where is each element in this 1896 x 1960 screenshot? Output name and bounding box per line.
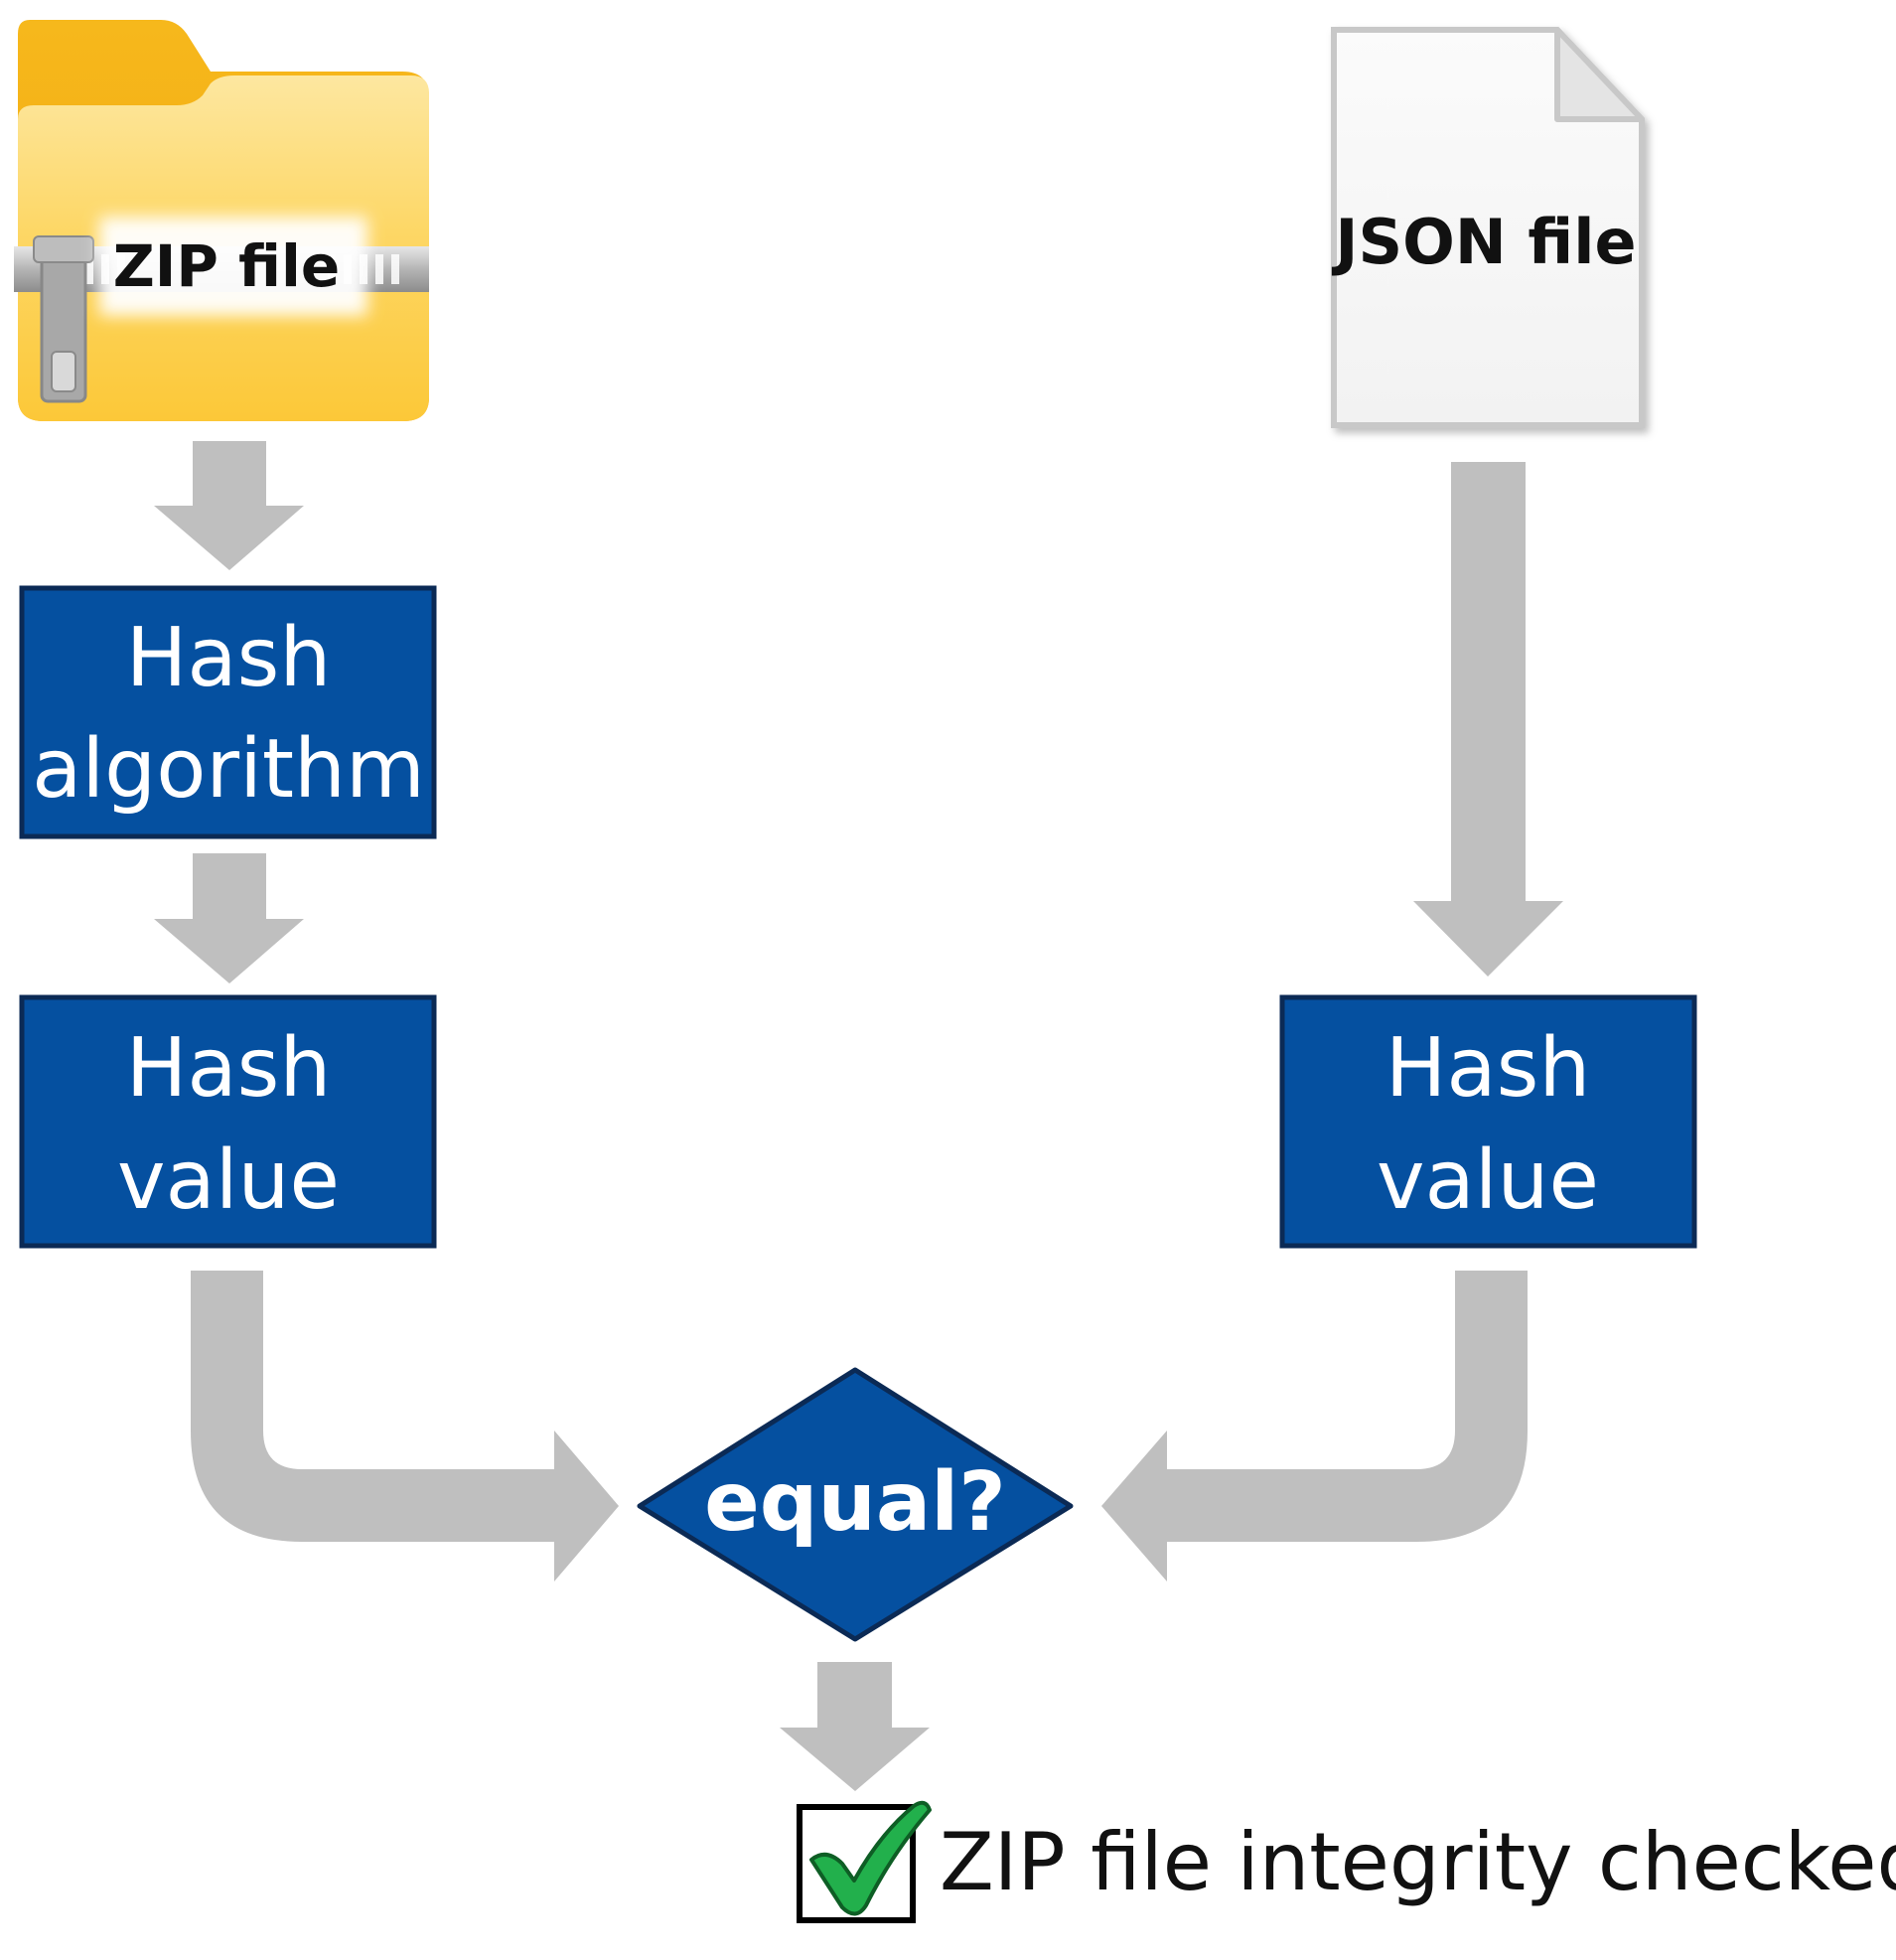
hash-value-right-box: Hash value	[1279, 994, 1697, 1249]
arrow-decision-to-result	[780, 1662, 930, 1791]
hash-algorithm-line1: Hash	[126, 611, 332, 705]
hash-value-left-box: Hash value	[19, 994, 437, 1249]
hash-value-left-line2: value	[117, 1133, 340, 1228]
result-row: ZIP file integrity checked	[797, 1800, 1896, 1923]
hash-value-right-line1: Hash	[1386, 1021, 1591, 1116]
checkmark-icon	[797, 1800, 932, 1923]
hash-algorithm-line2: algorithm	[32, 722, 425, 817]
hash-value-right-line2: value	[1377, 1133, 1599, 1228]
arrows	[154, 441, 1563, 1791]
arrow-right-value-to-decision	[1101, 1271, 1528, 1582]
result-label: ZIP file integrity checked	[940, 1816, 1896, 1908]
hash-algorithm-box: Hash algorithm	[19, 585, 437, 839]
arrow-algorithm-to-value	[154, 853, 304, 983]
hash-value-left-line1: Hash	[126, 1021, 332, 1116]
json-file-label: JSON file	[1331, 206, 1636, 278]
document-icon: JSON file	[1331, 27, 1645, 428]
arrow-left-value-to-decision	[191, 1271, 619, 1582]
decision-diamond: equal?	[637, 1367, 1074, 1642]
arrow-json-to-value	[1413, 462, 1563, 977]
zip-file-label: ZIP file	[113, 232, 341, 300]
zip-folder-icon: ZIP file	[14, 20, 429, 421]
arrow-zip-to-algorithm	[154, 441, 304, 570]
decision-label: equal?	[704, 1455, 1006, 1550]
